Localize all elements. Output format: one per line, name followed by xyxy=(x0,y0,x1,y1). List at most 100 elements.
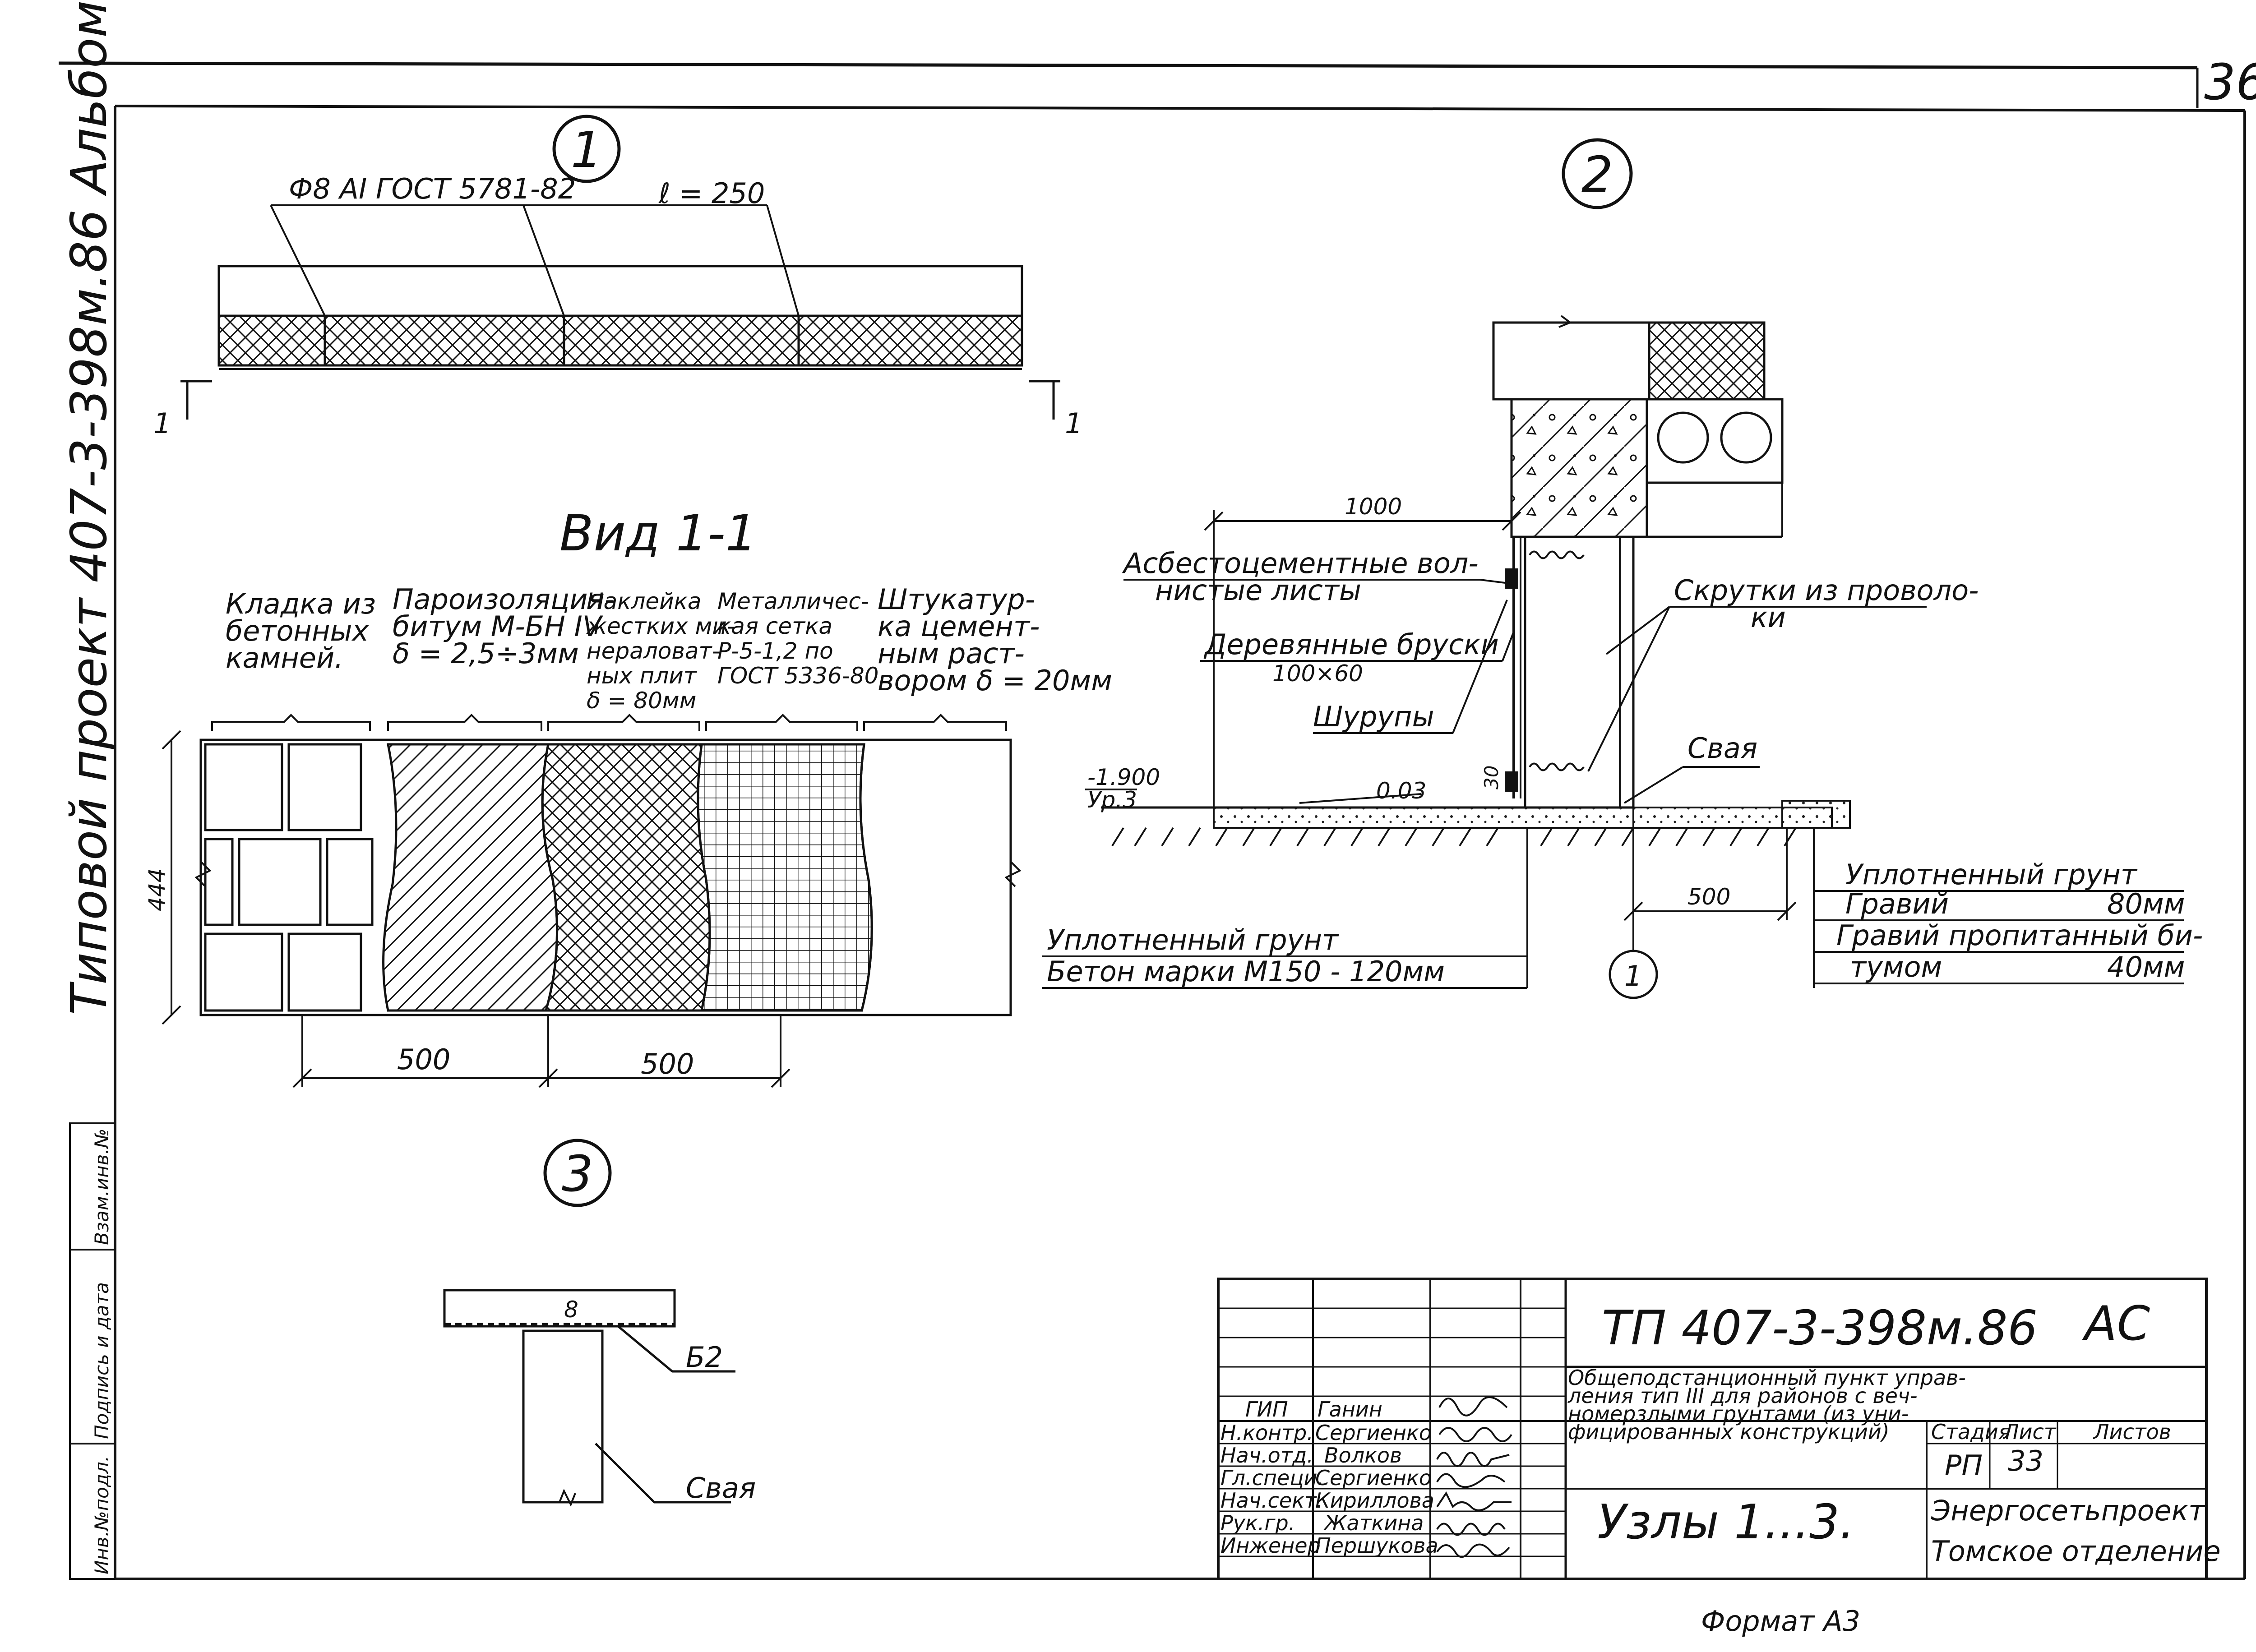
layer-label-line: ным раст- xyxy=(878,637,1025,670)
detail3-pile-label: Свая xyxy=(686,1472,756,1504)
spacing-note: ℓ = 250 xyxy=(658,177,765,210)
rebar-leaders xyxy=(270,204,800,316)
plaster-layer xyxy=(859,744,873,1011)
view-title: Вид 1-1 xyxy=(559,504,757,562)
role-name: Кириллова xyxy=(1315,1488,1434,1513)
project-desc-2: ления тип III для районов с веч- xyxy=(1567,1384,1918,1408)
role-label: ГИП xyxy=(1245,1397,1288,1421)
side-table xyxy=(69,1122,116,1580)
detail2-marker-number: 2 xyxy=(1581,146,1613,203)
detail3-marker: 3 xyxy=(543,1139,612,1207)
detail2-dim-1000 xyxy=(1204,510,1521,808)
layer-label-line: Кладка из xyxy=(226,587,376,620)
slope-value: 0.03 xyxy=(1376,778,1426,804)
stage-value: РП xyxy=(1945,1449,1983,1482)
layer-label-line: Металличес- xyxy=(717,588,869,614)
role-label: Нач.сект. xyxy=(1220,1488,1323,1513)
screws-label: Шурупы xyxy=(1313,700,1434,733)
detail1-marker-number: 1 xyxy=(571,121,602,179)
project-desc-4: фицированных конструкций) xyxy=(1568,1420,1890,1444)
detail2-dim-500 xyxy=(1623,808,1797,952)
layer-label-line: Р-5-1,2 по xyxy=(717,638,833,664)
section-label-left: 1 xyxy=(153,407,171,440)
vapour-barrier-layer xyxy=(382,743,559,1012)
side-table-label: Подпись и дата xyxy=(91,1282,113,1439)
view11-height: 444 xyxy=(144,868,170,911)
layer-label-line: вором δ = 20мм xyxy=(878,664,1112,697)
pile-label: Свая xyxy=(1687,732,1757,765)
side-table-label: Взам.инв.№ xyxy=(91,1129,113,1245)
level-mark: Ур.3 xyxy=(1087,787,1137,813)
twists-label-2: ки xyxy=(1751,601,1786,634)
wooden-bars-size: 100×60 xyxy=(1272,660,1363,687)
role-label: Нач.отд. xyxy=(1220,1443,1313,1467)
right-note: Уплотненный грунт xyxy=(1845,858,2138,891)
right-notes xyxy=(1813,828,2184,988)
detail3-beam-label: Б2 xyxy=(686,1341,723,1374)
title-mark: АС xyxy=(2082,1296,2150,1351)
detail3-marker-number: 3 xyxy=(562,1145,593,1203)
title-code: ТП 407-3-398м.86 xyxy=(1602,1301,2038,1356)
right-note-value: 40мм xyxy=(2107,951,2185,983)
dimension-500: 500 xyxy=(397,1043,450,1076)
role-label: Н.контр. xyxy=(1220,1421,1313,1445)
role-label: Инженер xyxy=(1220,1533,1321,1558)
layer-label-line: δ = 2,5÷3мм xyxy=(393,637,579,670)
section-label-right: 1 xyxy=(1065,407,1082,440)
layer-label-line: ных плит xyxy=(587,663,698,689)
stage-header: Стадия xyxy=(1931,1420,2011,1444)
layer-label-line: Наклейка xyxy=(587,588,702,614)
level-value: -1.900 xyxy=(1087,764,1160,790)
dimension-500: 500 xyxy=(641,1047,694,1080)
layer-label: Металличес- кая сетка Р-5-1,2 по ГОСТ 53… xyxy=(717,588,878,689)
sheet-header: Лист xyxy=(2002,1420,2057,1444)
layer-label-line: Штукатур- xyxy=(878,583,1035,616)
detail2-dim-1000-value: 1000 xyxy=(1345,494,1402,520)
side-stamp: Типовой проект 407-3-398м.86 Альбом II №… xyxy=(60,0,118,1015)
org-branch: Томское отделение xyxy=(1931,1535,2221,1568)
layer-label-line: Пароизоляция- xyxy=(393,583,615,616)
layer-label-line: δ = 80мм xyxy=(587,688,696,714)
sheet-frame xyxy=(58,61,2246,1580)
left-notes xyxy=(1042,828,1528,989)
mineral-wool-layer xyxy=(541,743,711,1012)
layer-braces xyxy=(211,714,1007,731)
handwritten-signatures xyxy=(1436,1396,1512,1558)
sheet-name: Узлы 1...3. xyxy=(1597,1495,1854,1550)
axis-marker: 1 xyxy=(1609,950,1658,999)
view11-bottom-dimensions xyxy=(292,1015,791,1088)
dim-30: 30 xyxy=(1480,766,1502,789)
right-note: Гравий xyxy=(1845,887,1949,920)
layer-label-line: нераловат- xyxy=(587,638,720,664)
wooden-bars-label: Деревянные бруски xyxy=(1203,628,1499,661)
role-name: Ганин xyxy=(1318,1397,1382,1421)
layer-label-line: жестких ми- xyxy=(586,613,735,639)
role-name: Волков xyxy=(1324,1443,1402,1467)
layer-label-line: битум М-БН IV xyxy=(393,610,604,643)
metal-mesh-layer xyxy=(697,743,873,1012)
view11-section xyxy=(194,738,1022,1016)
rebar-note: Ф8 AI ГОСТ 5781-82 xyxy=(289,172,576,205)
role-name: Сергиенко xyxy=(1315,1421,1432,1445)
project-desc-3: номерзлыми грунтами (из уни- xyxy=(1568,1402,1909,1426)
detail3-plate-label: 8 xyxy=(564,1297,578,1323)
layer-label: Штукатур- ка цемент- ным раст- вором δ =… xyxy=(878,583,1112,697)
detail1-slab xyxy=(217,265,1023,370)
layer-label-line: ГОСТ 5336-80 xyxy=(717,663,878,689)
section-cut-marks xyxy=(180,380,1060,420)
detail2-structure xyxy=(1101,315,1851,847)
asbestos-label-2: нистые листы xyxy=(1155,574,1361,607)
right-note: Гравий пропитанный би- xyxy=(1836,919,2203,952)
role-label: Рук.гр. xyxy=(1220,1511,1295,1535)
detail2-leaders xyxy=(1123,579,1927,804)
layer-label-line: камней. xyxy=(226,641,343,674)
asbestos-label-1: Асбестоцементные вол- xyxy=(1122,547,1479,580)
layer-label: Кладка из бетонных камней. xyxy=(226,587,376,674)
left-note: Бетон марки М150 - 120мм xyxy=(1047,955,1445,988)
role-name: Першукова xyxy=(1315,1533,1438,1558)
sheets-header: Листов xyxy=(2093,1420,2171,1444)
detail3-drawing xyxy=(443,1289,735,1507)
sheet-no-value: 33 xyxy=(2008,1444,2043,1477)
layer-label-line: кая сетка xyxy=(717,613,832,639)
